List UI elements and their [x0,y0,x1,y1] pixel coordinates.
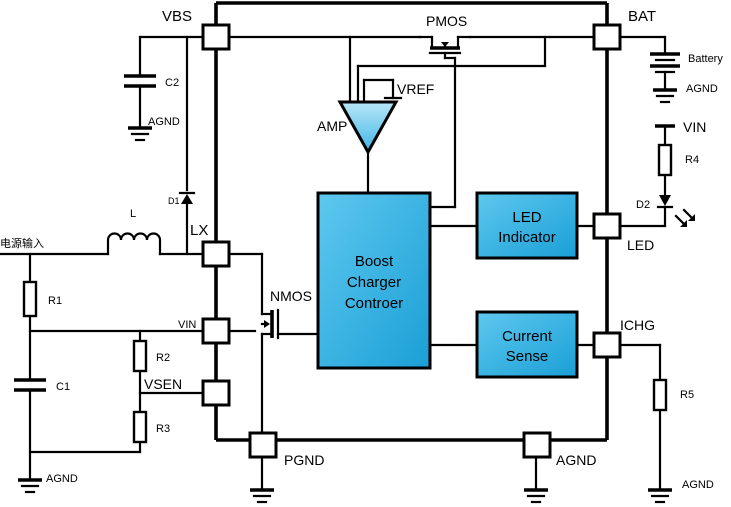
pin-vsen [201,379,231,407]
current-sense-line-1: Current [502,328,553,345]
pin-bat [592,23,622,51]
resistor-r5 [652,378,668,412]
led-indicator-block [475,191,579,260]
pin-led [592,212,622,240]
label-pgnd: PGND [284,452,324,468]
label-vin-right: VIN [683,119,706,135]
label-r5: R5 [680,389,694,401]
boost-line-2: Charger [347,274,401,291]
pin-vin [201,317,231,345]
label-c2-gnd: AGND [148,116,180,128]
resistor-r1 [22,280,38,318]
current-sense-block [475,310,579,379]
label-agnd: AGND [556,452,596,468]
pin-agnd [522,431,552,459]
boost-charger-block [316,191,432,370]
pin-vbs [201,23,231,51]
label-left-gnd: AGND [46,473,78,485]
resistor-r3 [132,410,148,444]
boost-line-3: Controer [345,295,403,312]
led-indicator-line-2: Indicator [498,229,556,246]
label-ichg: ICHG [620,317,655,333]
label-vsen: VSEN [144,376,182,392]
label-inductor: L [130,208,136,220]
label-vin: VIN [178,319,196,331]
label-r4: R4 [685,154,699,166]
internal-wires [227,35,596,433]
label-led: LED [627,237,654,253]
label-r3: R3 [156,423,170,435]
label-c1: C1 [56,381,70,393]
pin-pgnd [248,431,278,459]
label-r1: R1 [48,295,62,307]
label-r2: R2 [156,352,170,364]
external-wires [0,35,695,504]
current-sense-line-2: Sense [506,348,549,365]
resistor-r4 [657,143,673,177]
led-indicator-line-1: LED [512,209,541,226]
label-vbs: VBS [162,8,192,25]
resistor-r2 [132,339,148,373]
label-power-input: 电源输入 [0,236,44,250]
label-battery: Battery [688,53,723,65]
label-amp: AMP [317,118,347,134]
label-r5-gnd: AGND [682,479,714,491]
pin-lx [201,240,231,268]
label-nmos: NMOS [270,288,312,304]
amplifier-triangle [337,100,399,156]
pin-ichg [592,331,622,359]
label-battery-gnd: AGND [686,83,718,95]
label-d2: D2 [636,199,650,211]
label-bat: BAT [628,8,656,25]
label-d1: D1 [168,196,180,206]
label-vref: VREF [397,81,434,97]
label-c2: C2 [165,77,179,89]
boost-line-1: Boost [355,253,394,270]
label-pmos: PMOS [426,13,467,29]
label-lx: LX [190,222,208,239]
